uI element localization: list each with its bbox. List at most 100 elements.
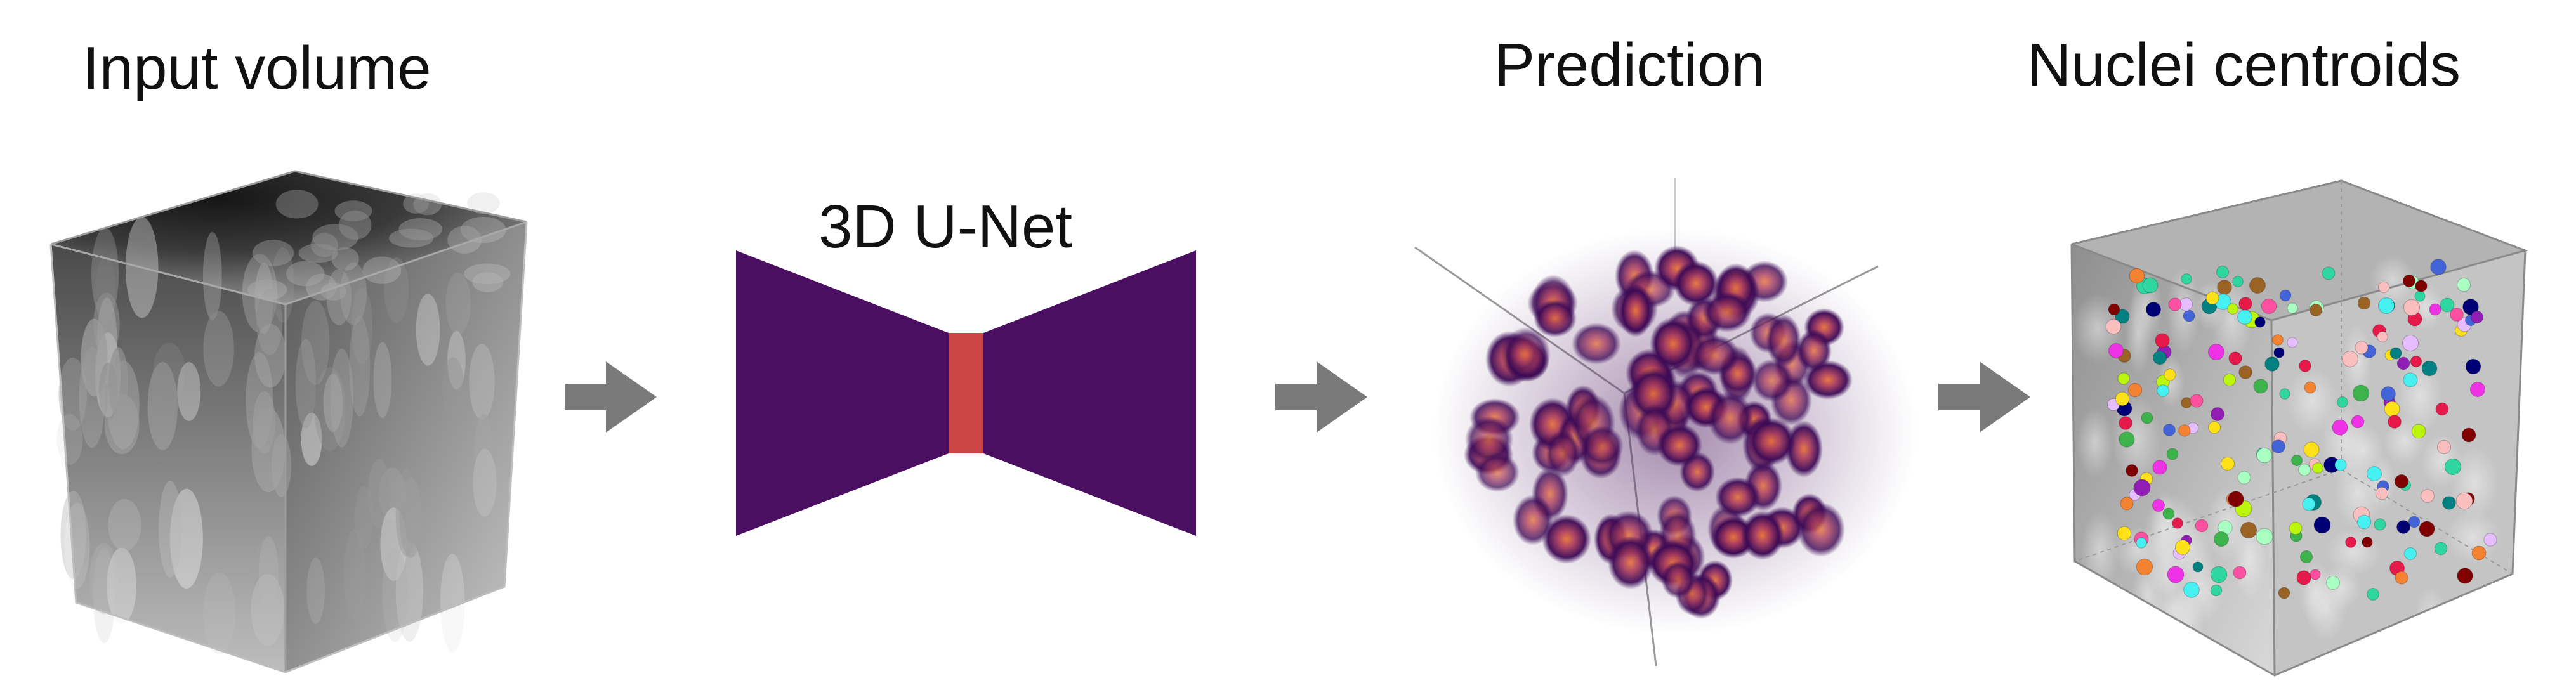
- centroid-sphere: [2470, 382, 2485, 397]
- centroid-sphere: [2254, 316, 2266, 328]
- centroid-sphere: [2289, 521, 2303, 535]
- input-texture-mark: [203, 572, 236, 654]
- input-texture-mark: [254, 323, 287, 387]
- centroid-sphere: [2415, 280, 2428, 292]
- centroid-sphere: [2108, 303, 2120, 316]
- centroid-sphere: [2183, 582, 2200, 598]
- input-texture-mark: [98, 362, 118, 421]
- centroid-sphere: [2127, 382, 2143, 398]
- centroid-sphere: [2357, 296, 2371, 310]
- centroid-sphere: [2278, 587, 2290, 599]
- input-texture-mark: [467, 192, 500, 214]
- centroid-texture-mark: [2080, 510, 2120, 590]
- input-texture-mark: [89, 542, 118, 615]
- input-texture-mark: [93, 292, 120, 356]
- centroid-sphere: [2237, 471, 2251, 485]
- centroid-sphere: [2115, 391, 2130, 407]
- centroid-sphere: [2450, 308, 2464, 322]
- centroid-sphere: [2299, 360, 2311, 372]
- centroid-sphere: [2152, 350, 2167, 365]
- prediction-title: Prediction: [1494, 31, 1765, 99]
- input-texture-mark: [306, 557, 325, 625]
- centroid-sphere: [2233, 566, 2247, 580]
- centroid-sphere: [2434, 542, 2448, 556]
- centroid-sphere: [2105, 318, 2122, 335]
- input-texture-mark: [253, 538, 281, 614]
- prediction-nucleus: [1690, 335, 1740, 375]
- centroid-sphere: [2378, 297, 2395, 314]
- centroid-sphere: [2249, 277, 2266, 294]
- centroid-sphere: [2362, 537, 2373, 548]
- centroid-sphere: [2287, 337, 2298, 348]
- input-texture-mark: [64, 502, 90, 589]
- centroids-volume-cube: [2070, 179, 2528, 677]
- input-texture-mark: [301, 301, 330, 386]
- centroid-sphere: [2164, 368, 2176, 381]
- centroid-sphere: [2210, 566, 2228, 583]
- centroid-sphere: [2377, 331, 2388, 342]
- centroid-sphere: [2228, 491, 2244, 507]
- centroid-sphere: [2214, 531, 2229, 547]
- input-texture-mark: [440, 554, 465, 653]
- prediction-nucleus: [1661, 561, 1695, 599]
- centroid-sphere: [2310, 569, 2321, 580]
- centroid-sphere: [2442, 496, 2456, 510]
- centroid-sphere: [2403, 299, 2421, 316]
- centroid-sphere: [2208, 344, 2224, 360]
- centroid-sphere: [2211, 407, 2224, 421]
- input-texture-mark: [153, 342, 185, 401]
- input-volume-texture: [56, 190, 511, 654]
- centroid-sphere: [2384, 401, 2400, 417]
- prediction-nucleus: [1751, 359, 1793, 402]
- centroid-texture-mark: [2164, 585, 2205, 672]
- input-texture-mark: [295, 339, 317, 429]
- centroid-sphere: [2115, 309, 2130, 324]
- centroid-sphere: [2411, 424, 2426, 439]
- centroid-sphere: [2272, 334, 2284, 346]
- input-texture-mark: [79, 347, 105, 448]
- centroid-texture-mark: [2445, 511, 2501, 564]
- centroid-sphere: [2256, 447, 2273, 464]
- input-texture-mark: [373, 342, 392, 419]
- centroid-sphere: [2296, 570, 2311, 585]
- prediction-volume: [1414, 178, 1916, 667]
- centroid-sphere: [2429, 303, 2441, 316]
- input-texture-mark: [251, 407, 286, 493]
- centroid-sphere: [2178, 424, 2191, 437]
- centroid-sphere: [2232, 276, 2244, 287]
- input-texture-mark: [246, 351, 273, 449]
- centroid-sphere: [2394, 474, 2409, 489]
- centroid-sphere: [2461, 427, 2476, 443]
- centroid-sphere: [2190, 394, 2204, 408]
- prediction-nucleus: [1608, 536, 1653, 589]
- centroid-sphere: [2146, 302, 2161, 317]
- centroid-sphere: [2375, 486, 2389, 500]
- input-texture-mark: [320, 282, 347, 301]
- centroid-sphere: [2166, 448, 2179, 460]
- centroid-sphere: [2436, 439, 2452, 455]
- input-texture-mark: [382, 547, 408, 642]
- centroid-sphere: [2279, 289, 2292, 302]
- centroid-sphere: [2216, 266, 2229, 278]
- centroid-sphere: [2374, 518, 2386, 531]
- prediction-nucleus: [1715, 477, 1761, 517]
- centroid-sphere: [2440, 297, 2455, 313]
- unet-bowtie-icon: [736, 250, 1196, 536]
- prediction-nuclei: [1464, 245, 1853, 619]
- prediction-nucleus: [1766, 314, 1801, 367]
- centroid-sphere: [2264, 356, 2280, 372]
- prediction-nucleus: [1797, 502, 1845, 557]
- input-texture-mark: [460, 216, 506, 244]
- input-texture-mark: [473, 448, 497, 517]
- centroid-sphere: [2223, 374, 2236, 386]
- input-texture-mark: [202, 231, 222, 321]
- centroid-texture-mark: [2286, 367, 2339, 434]
- input-texture-mark: [399, 477, 423, 558]
- prediction-nucleus: [1546, 430, 1580, 477]
- input-texture-mark: [252, 239, 294, 266]
- centroid-sphere: [2238, 297, 2252, 311]
- input-texture-mark: [384, 257, 409, 323]
- input-texture-mark: [60, 490, 87, 580]
- input-texture-mark: [298, 243, 338, 263]
- centroid-sphere: [2208, 421, 2221, 434]
